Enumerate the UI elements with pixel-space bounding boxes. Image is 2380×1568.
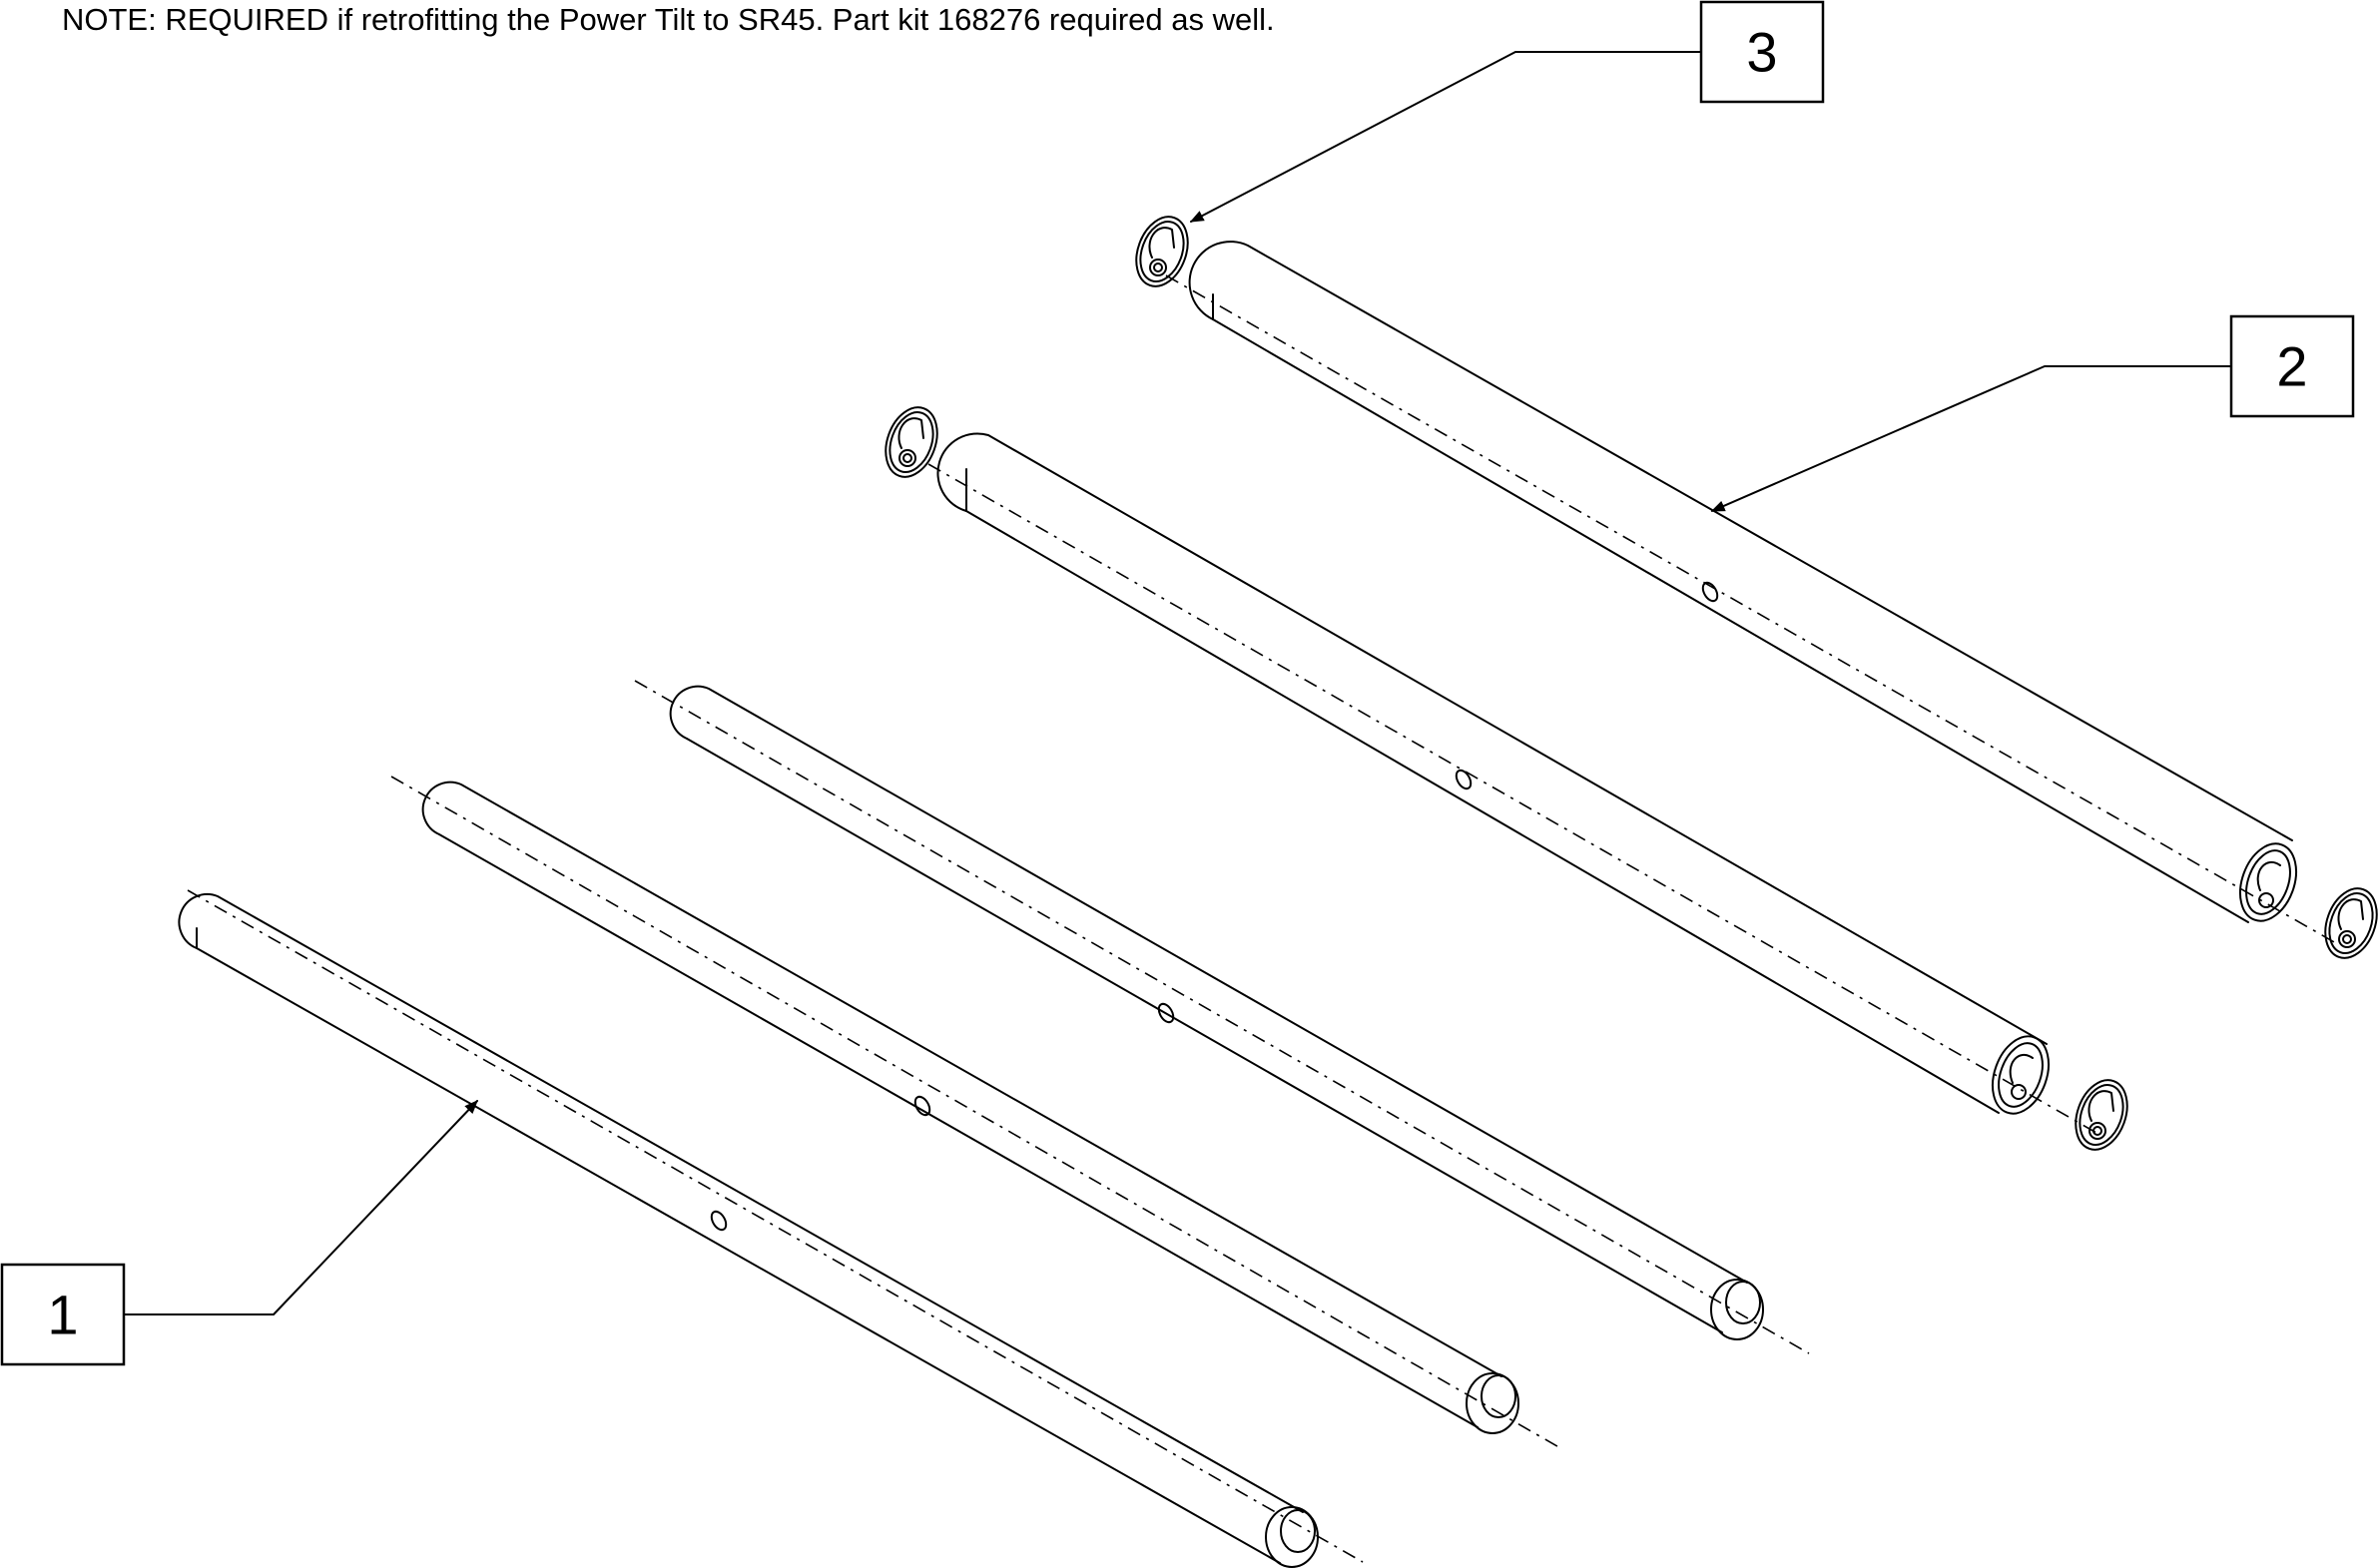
- tube-1c: [634, 680, 1810, 1354]
- end-plug-4: [2066, 1071, 2137, 1159]
- tube-2b: [1165, 241, 2337, 944]
- tube-2a: [927, 432, 2097, 1134]
- callout-2-label: 2: [2276, 335, 2307, 398]
- tube-1a: [178, 889, 1364, 1568]
- callout-2[interactable]: 2: [1710, 314, 2355, 512]
- tube-1b: [390, 776, 1563, 1450]
- callout-3[interactable]: 3: [1189, 0, 1825, 223]
- end-plug-2: [876, 398, 947, 486]
- callout-1[interactable]: 1: [0, 1099, 478, 1366]
- end-plug-1: [1126, 208, 1198, 295]
- note-text: NOTE: REQUIRED if retrofitting the Power…: [62, 2, 1275, 37]
- callout-3-label: 3: [1746, 21, 1777, 84]
- callout-1-label: 1: [47, 1284, 78, 1346]
- end-plug-3: [2315, 879, 2380, 967]
